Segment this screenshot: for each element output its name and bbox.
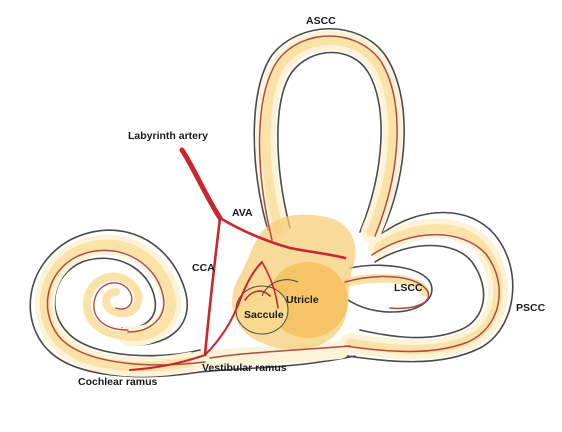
ava-branch [218, 216, 347, 260]
labyrinth-artery [179, 147, 223, 221]
label-cca: CCA [192, 262, 215, 274]
cca-branch [203, 216, 222, 357]
ascc-outline [253, 28, 405, 233]
pscc-inner-outline [359, 244, 485, 339]
ascc-inner-outline [277, 51, 382, 233]
label-ascc: ASCC [306, 15, 336, 27]
label-ava: AVA [232, 207, 253, 219]
label-labyrinth-artery: Labyrinth artery [128, 130, 208, 142]
cochlear-ramus [129, 354, 206, 371]
base-outline [199, 355, 356, 373]
pscc-outline [339, 211, 514, 363]
saccule-vessel [244, 290, 271, 301]
label-pscc: PSCC [516, 302, 546, 314]
bony-labyrinth-outline [29, 28, 514, 378]
label-utricle: Utricle [286, 294, 319, 306]
base-vessel [209, 345, 351, 359]
cochlea-spiral-line [93, 282, 133, 331]
label-saccule: Saccule [244, 309, 284, 321]
utricle-shape [268, 262, 348, 338]
vestibule [232, 214, 356, 350]
cochlea-vessel [46, 249, 206, 366]
cochlea-outline [29, 229, 201, 378]
arteries [129, 147, 347, 371]
cochlea-spiral [82, 272, 143, 340]
pscc-vessel [344, 233, 501, 353]
membranous-labyrinth [34, 30, 508, 377]
label-vestibular-ramus: Vestibular ramus [202, 362, 287, 374]
lscc-vessel [344, 275, 430, 310]
cochlea-inner-outline [54, 257, 201, 357]
vestibular-ramus [204, 261, 263, 356]
ascc-vessel [258, 35, 398, 241]
label-cochlear-ramus: Cochlear ramus [78, 376, 158, 388]
vessels [46, 35, 501, 366]
label-lscc: LSCC [394, 282, 423, 294]
utricle-vessel [261, 261, 279, 309]
